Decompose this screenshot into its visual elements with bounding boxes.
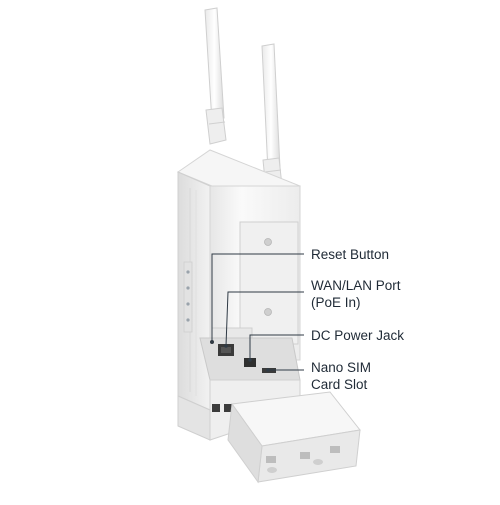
device-side-face: [177, 171, 211, 411]
poe-in-text: (PoE In): [311, 295, 361, 310]
callout-label-reset-button: Reset Button: [311, 246, 389, 263]
antenna-left: [204, 7, 227, 145]
led-strip: [183, 261, 193, 333]
callout-dot-reset: [210, 340, 214, 344]
callout-label-nano-sim: Nano SIM Card Slot: [311, 359, 371, 393]
card-slot-text: Card Slot: [311, 377, 368, 392]
dc-power-jack: [244, 358, 256, 367]
callout-line-reset: [211, 253, 304, 342]
wan-lan-port-text: WAN/LAN Port: [311, 278, 401, 293]
callout-dot-wan-lan: [224, 344, 228, 348]
reset-button-text: Reset Button: [311, 247, 390, 262]
callout-label-dc-power-jack: DC Power Jack: [311, 327, 404, 344]
antenna-right: [261, 43, 283, 191]
callout-label-wan-lan-port: WAN/LAN Port (PoE In): [311, 277, 401, 311]
port-cover: [227, 391, 361, 484]
screw-hole-top: [264, 238, 272, 246]
callout-line-wan-lan: [225, 291, 304, 347]
dc-power-jack-text: DC Power Jack: [311, 328, 405, 343]
screw-hole-bottom: [264, 308, 272, 316]
callout-lines: [211, 253, 304, 371]
callout-line-dc-power: [249, 334, 304, 360]
callout-dot-nano-sim: [266, 368, 270, 372]
callout-dot-dc-power: [248, 358, 252, 362]
nano-sim-text: Nano SIM: [311, 360, 372, 375]
